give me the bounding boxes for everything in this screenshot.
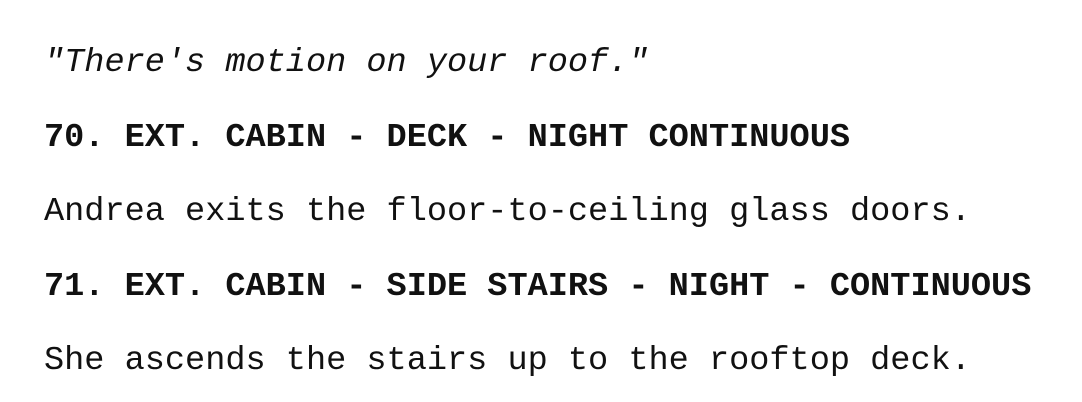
dialogue-line: "There's motion on your roof." (44, 44, 649, 82)
action-line-70: Andrea exits the floor-to-ceiling glass … (44, 193, 971, 231)
scene-heading-70: 70. EXT. CABIN - DECK - NIGHT CONTINUOUS (44, 119, 851, 157)
action-line-71: She ascends the stairs up to the rooftop… (44, 342, 971, 380)
scene-heading-71: 71. EXT. CABIN - SIDE STAIRS - NIGHT - C… (44, 268, 1032, 306)
